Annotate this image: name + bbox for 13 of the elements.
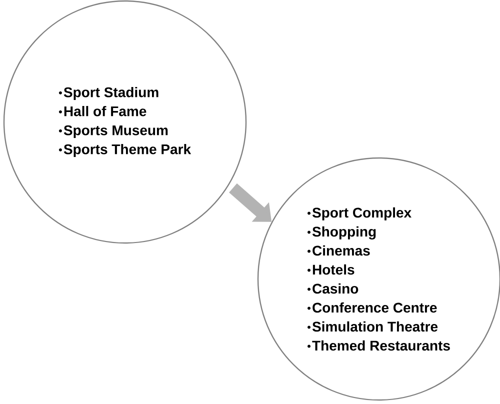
list-item: Sports Theme Park (64, 144, 192, 158)
list-item: Hotels (312, 264, 354, 275)
list-item: Conference Centre (312, 302, 437, 313)
circle-node (3, 0, 247, 244)
list-item: Sport Stadium (64, 86, 158, 100)
list-item: Simulation Theatre (312, 321, 438, 332)
list-item: Hall of Fame (64, 106, 146, 116)
list-item: Shopping (312, 226, 376, 240)
list-item: Casino (312, 283, 358, 294)
list-item: Cinemas (312, 245, 370, 256)
list-item: Sports Museum (64, 125, 168, 138)
list-item: Sport Complex (312, 207, 412, 220)
list-item: Themed Restaurants (312, 340, 450, 351)
